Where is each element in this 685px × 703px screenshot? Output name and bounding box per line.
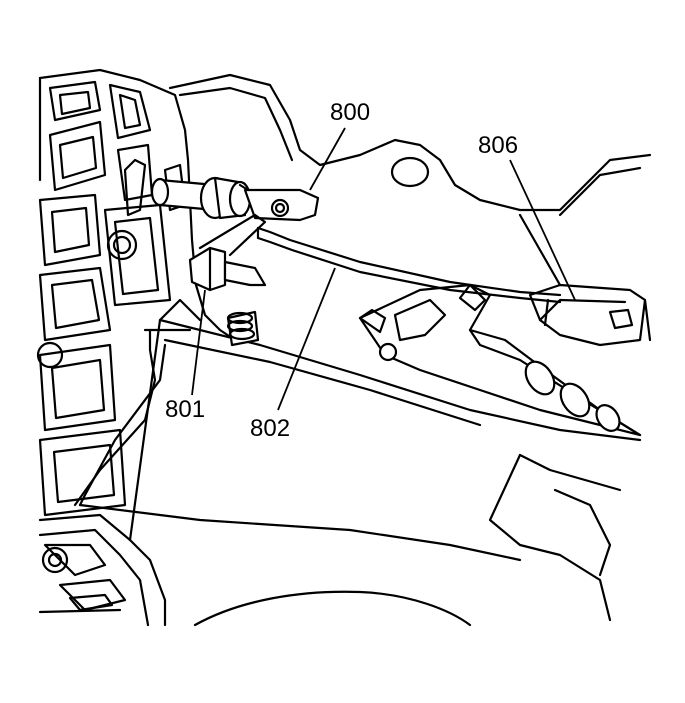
lever-assembly-806: [528, 283, 652, 347]
leader-802: [277, 267, 336, 411]
link-rod-802: [256, 226, 562, 304]
manual-shaft-800: [150, 176, 320, 222]
retaining-clip-801: [188, 213, 267, 292]
coil-spring: [226, 310, 260, 347]
callout-801: 801: [165, 396, 205, 423]
lower-housing: [38, 298, 202, 627]
detent-spring-arm: [358, 283, 642, 437]
callout-806: 806: [478, 132, 518, 159]
callout-labels: 800 801 802 806: [165, 99, 518, 442]
callout-800: 800: [330, 99, 370, 126]
leader-800: [309, 127, 346, 191]
callout-leaders: [191, 127, 576, 411]
leader-801: [191, 289, 206, 396]
valve-body-top: [168, 73, 652, 287]
leader-806: [509, 159, 576, 301]
pan-outline: [73, 318, 642, 627]
callout-802: 802: [250, 415, 290, 442]
